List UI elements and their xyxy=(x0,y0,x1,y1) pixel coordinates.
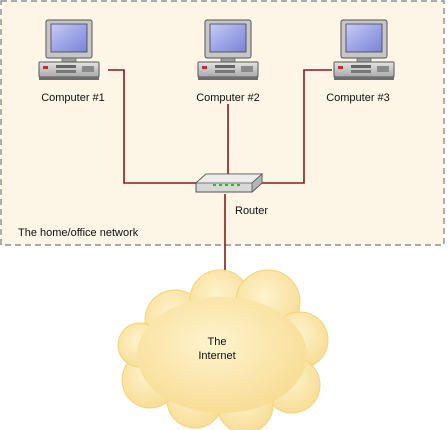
computer-1[interactable] xyxy=(38,19,100,81)
router-label: Router xyxy=(235,205,268,217)
computer-2-label: Computer #2 xyxy=(196,92,260,104)
router-icon xyxy=(194,173,264,193)
link-computer-1-router xyxy=(108,69,196,184)
desktop-computer-icon xyxy=(333,19,395,81)
cloud-icon xyxy=(117,269,329,430)
computer-3[interactable] xyxy=(333,19,395,81)
link-computer-3-router xyxy=(262,69,332,184)
router[interactable] xyxy=(194,173,264,193)
computer-3-label: Computer #3 xyxy=(326,92,390,104)
desktop-computer-icon xyxy=(197,19,259,81)
desktop-computer-icon xyxy=(38,19,100,81)
internet-label-line2: Internet xyxy=(198,350,235,362)
network-zone-label: The home/office network xyxy=(18,227,139,239)
computer-2[interactable] xyxy=(197,19,259,81)
computer-1-label: Computer #1 xyxy=(41,92,105,104)
internet-cloud: The Internet xyxy=(117,269,329,430)
internet-label-line1: The xyxy=(208,336,227,348)
